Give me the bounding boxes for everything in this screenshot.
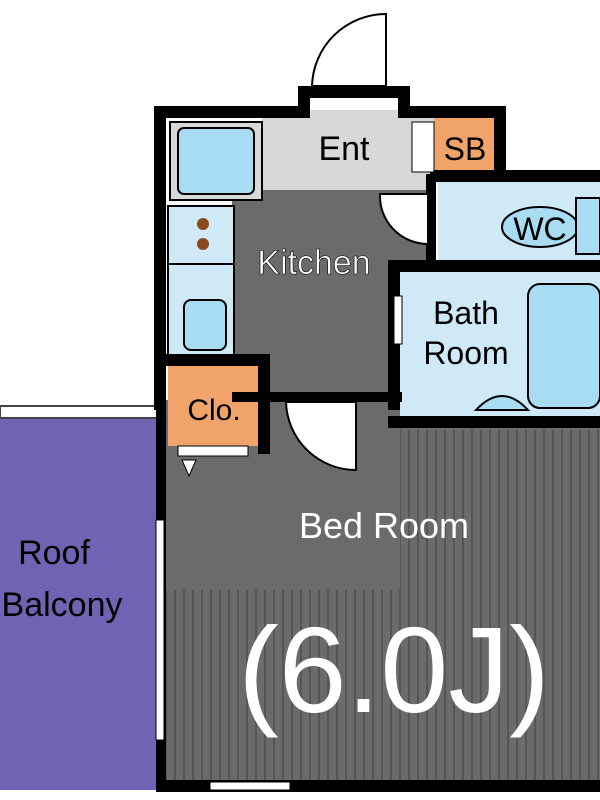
bedroom-door-swing xyxy=(284,401,357,472)
shoe-box xyxy=(434,118,496,174)
wash-basin xyxy=(473,395,531,411)
toilet-tank xyxy=(575,197,600,255)
bedroom-label: Bed Room xyxy=(299,505,469,546)
stove-burner-1 xyxy=(197,218,209,230)
shoe-box-label: SB xyxy=(444,131,487,167)
closet-label: Clo. xyxy=(187,394,240,427)
kitchen-label: Kitchen xyxy=(257,244,370,282)
bedroom-hatch xyxy=(400,430,600,780)
entrance-door-swing xyxy=(310,12,387,87)
balcony-label-line2: Balcony xyxy=(2,586,123,624)
bathtub xyxy=(527,283,600,409)
entrance-floor xyxy=(262,110,434,190)
balcony-label-line1: Roof xyxy=(18,534,90,572)
bedroom-size-label: (6.0J) xyxy=(238,602,550,738)
fridge xyxy=(177,127,255,195)
closet xyxy=(168,366,260,446)
bedroom-hatch-lower xyxy=(164,590,400,780)
entrance-label: Ent xyxy=(318,130,370,168)
shoe-box-door xyxy=(411,121,435,173)
closet-door-marker xyxy=(181,459,197,478)
kitchen-door-swing xyxy=(378,193,429,246)
balcony-window xyxy=(155,519,165,741)
balcony-railing xyxy=(0,405,161,419)
kitchen-sink xyxy=(183,299,227,351)
closet-door xyxy=(177,445,249,457)
bath-door xyxy=(393,295,403,345)
wc-label: WC xyxy=(513,211,566,247)
bottom-window xyxy=(209,781,291,791)
roof-balcony-area xyxy=(0,418,156,790)
bath-label-line2: Room xyxy=(423,335,508,371)
stove-burner-2 xyxy=(197,238,209,250)
bath-label-line1: Bath xyxy=(433,295,499,331)
